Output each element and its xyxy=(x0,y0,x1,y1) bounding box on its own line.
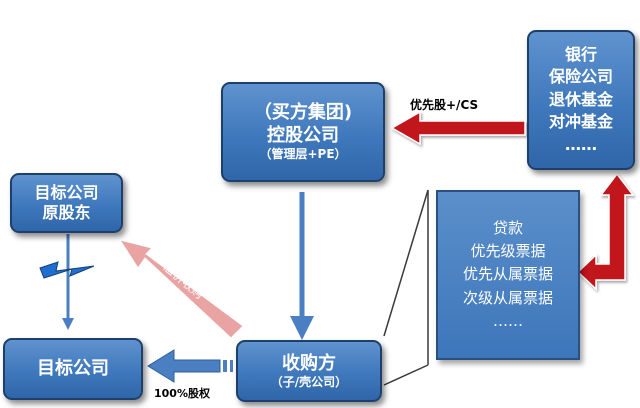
financing-item: 贷款 xyxy=(492,218,523,237)
shareholders-line2: 原股东 xyxy=(42,203,91,222)
acquirer-line2: （子/壳公司） xyxy=(270,374,348,389)
financing-item: …… xyxy=(493,311,523,330)
target-shareholders-box[interactable]: 目标公司 原股东 xyxy=(10,173,123,233)
buyer-line3: （管理层+PE） xyxy=(259,147,347,162)
target-label: 目标公司 xyxy=(37,358,109,380)
financing-bracket xyxy=(383,189,429,386)
shareholders-line1: 目标公司 xyxy=(34,182,99,202)
shareholder-arrow xyxy=(62,234,74,330)
financing-item: 次级从属票据 xyxy=(462,288,553,307)
investor-item: 退休基金 xyxy=(548,89,613,109)
investor-item: 银行 xyxy=(564,45,597,65)
investor-item: 保险公司 xyxy=(548,67,613,87)
control-arrow xyxy=(290,192,314,340)
financing-box[interactable]: 贷款 优先级票据 优先从属票据 次级从属票据 …… xyxy=(436,190,580,360)
preferred-stock-label: 优先股+/CS xyxy=(410,98,479,112)
buyer-holding-company[interactable]: （买方集团) 控股公司 （管理层+PE） xyxy=(221,82,385,182)
premium-acquisition-arrow xyxy=(118,239,244,339)
investor-item: 对冲基金 xyxy=(548,112,613,132)
acquirer-line1: 收购方 xyxy=(282,352,336,374)
buyer-line2: 控股公司 xyxy=(267,125,339,147)
financing-item: 优先从属票据 xyxy=(462,265,553,284)
equity-arrow xyxy=(147,349,233,383)
target-company-box[interactable]: 目标公司 xyxy=(3,338,143,400)
financing-item: 优先级票据 xyxy=(470,242,546,261)
lightning-icon xyxy=(39,261,95,279)
investors-box[interactable]: 银行 保险公司 退休基金 对冲基金 …… xyxy=(527,30,635,170)
financing-link-arrow xyxy=(576,172,635,291)
investor-item: …… xyxy=(565,134,597,154)
preferred-stock-arrow xyxy=(390,110,526,146)
buyer-line1: （买方集团) xyxy=(253,102,353,124)
acquirer-box[interactable]: 收购方 （子/壳公司） xyxy=(236,340,382,402)
full-equity-label: 100%股权 xyxy=(154,387,210,400)
